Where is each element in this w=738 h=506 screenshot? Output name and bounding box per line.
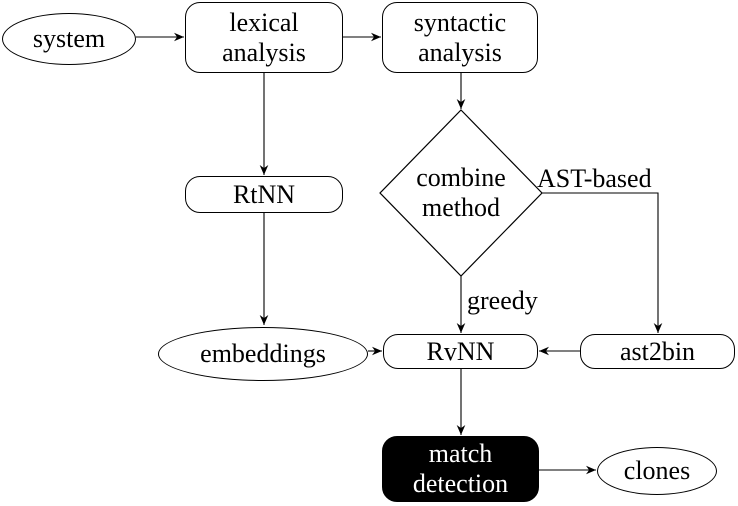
edge-label-ast-based: AST-based [537, 164, 652, 193]
node-combine-method-line2: method [422, 193, 500, 222]
node-rvnn: RvNN [383, 334, 538, 369]
node-clones: clones [597, 447, 717, 495]
node-clones-label: clones [623, 456, 691, 485]
node-combine-method-line1: combine [416, 163, 506, 192]
node-ast2bin-label: ast2bin [619, 336, 696, 366]
node-rtnn-label: RtNN [232, 179, 296, 209]
node-match-detection: match detection [382, 436, 539, 502]
edge-combine-to-ast2bin [542, 192, 663, 333]
node-match-detection-line1: match [428, 439, 493, 468]
node-ast2bin: ast2bin [580, 334, 735, 369]
node-syntactic-analysis-line2: analysis [418, 37, 502, 67]
node-embeddings: embeddings [158, 327, 368, 381]
node-system: system [2, 13, 136, 65]
node-lexical-analysis-line2: analysis [222, 37, 306, 67]
node-embeddings-label: embeddings [200, 339, 326, 368]
node-syntactic-analysis: syntactic analysis [382, 2, 538, 73]
node-system-label: system [32, 24, 106, 53]
node-syntactic-analysis-line1: syntactic [413, 7, 507, 37]
node-lexical-analysis-line1: lexical [229, 7, 299, 37]
node-combine-method: combine method [380, 110, 542, 276]
node-lexical-analysis: lexical analysis [185, 2, 343, 73]
node-rtnn: RtNN [185, 176, 343, 213]
node-match-detection-line2: detection [412, 469, 509, 498]
node-rvnn-label: RvNN [426, 336, 495, 366]
edge-label-greedy: greedy [467, 286, 538, 315]
